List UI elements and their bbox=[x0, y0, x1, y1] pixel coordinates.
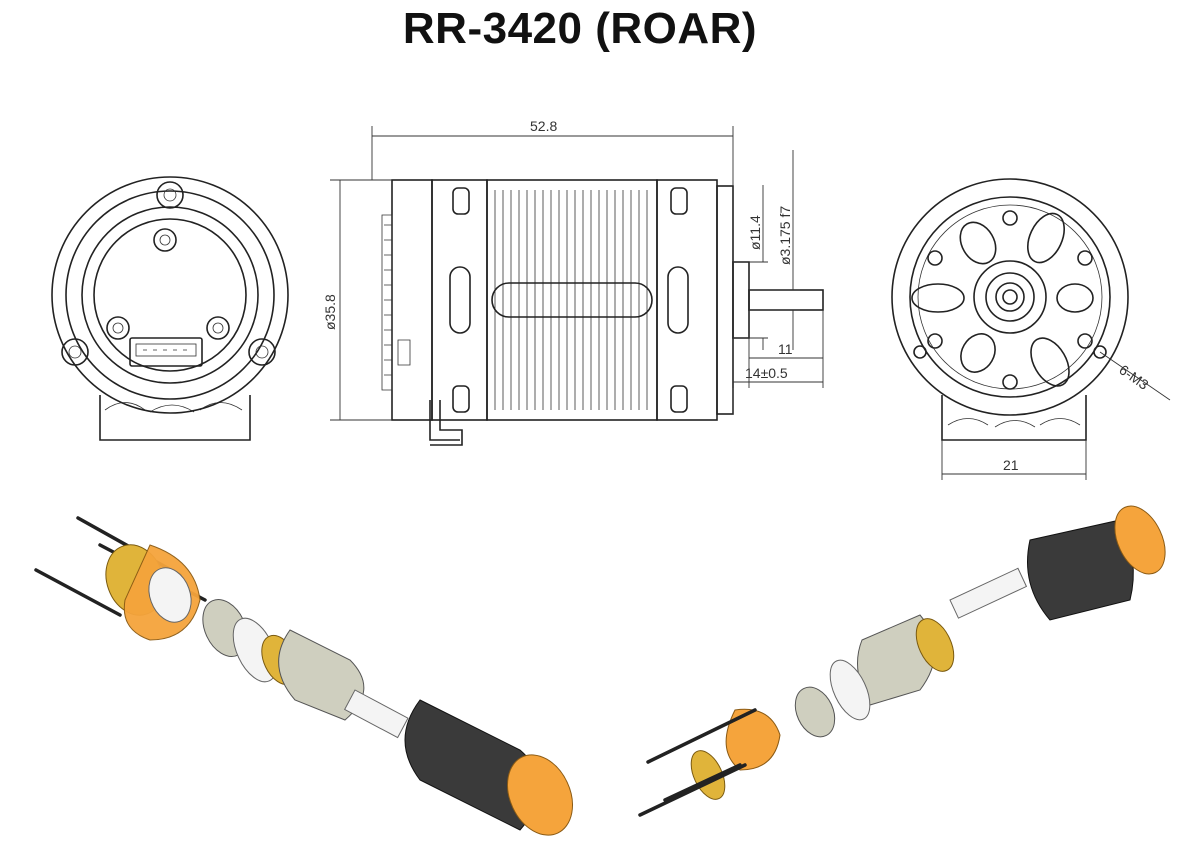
rear-end-view bbox=[51, 176, 289, 441]
exploded-view-left bbox=[34, 516, 573, 836]
diagram-title: RR-3420 (ROAR) bbox=[402, 4, 758, 53]
sensor-port bbox=[129, 337, 203, 367]
dim-shaft-diameter: ø3.175 f7 bbox=[777, 206, 793, 265]
dim-body-diameter: ø35.8 bbox=[322, 294, 338, 330]
dim-shaft-total: 14±0.5 bbox=[745, 365, 788, 381]
dim-shaft-length: 11 bbox=[778, 341, 793, 357]
dim-mount-holes: 6-M3 bbox=[1116, 361, 1151, 393]
side-view bbox=[381, 179, 824, 446]
dim-shoulder-diameter: ø11.4 bbox=[747, 215, 763, 250]
front-end-view bbox=[891, 178, 1171, 480]
dim-length: 52.8 bbox=[530, 118, 557, 134]
dim-mount-width: 21 bbox=[1003, 457, 1019, 473]
dimension-lines bbox=[330, 126, 824, 421]
exploded-view-right bbox=[638, 505, 1166, 817]
